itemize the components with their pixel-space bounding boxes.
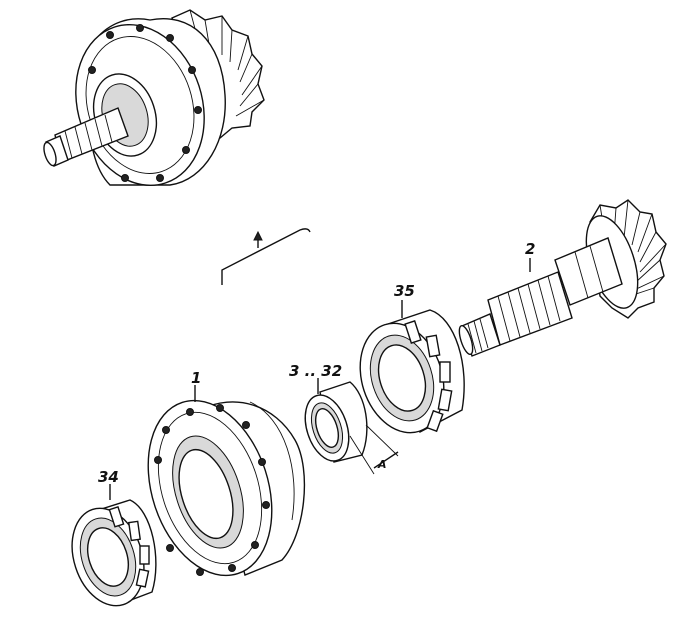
hub-bolt-holes — [154, 404, 270, 576]
bearing-34-rollers — [108, 506, 150, 588]
callout-3-32: 3 .. 32 — [289, 362, 342, 380]
tapered-bearing-34: 34 — [71, 468, 157, 607]
bearing-cup-3-32: 3 .. 32 A — [289, 362, 399, 475]
callout-35: 35 — [394, 282, 415, 300]
dimension-a: A — [349, 424, 399, 475]
assembled-splined-shaft — [43, 107, 129, 167]
callout-1: 1 — [191, 369, 201, 387]
callout-2: 2 — [525, 240, 535, 258]
reference-leader — [221, 228, 311, 285]
callout-A: A — [377, 458, 387, 471]
tapered-bearing-35: 35 — [359, 282, 465, 434]
pinion-shaft-part: 2 — [458, 199, 667, 357]
assembled-hub-unit — [43, 9, 265, 187]
assembled-bolt-holes — [88, 24, 202, 182]
bearing-35-rollers — [404, 320, 453, 433]
hub-housing-1: 1 — [147, 369, 306, 577]
callout-34: 34 — [98, 468, 119, 486]
pinion-splines — [487, 271, 573, 346]
